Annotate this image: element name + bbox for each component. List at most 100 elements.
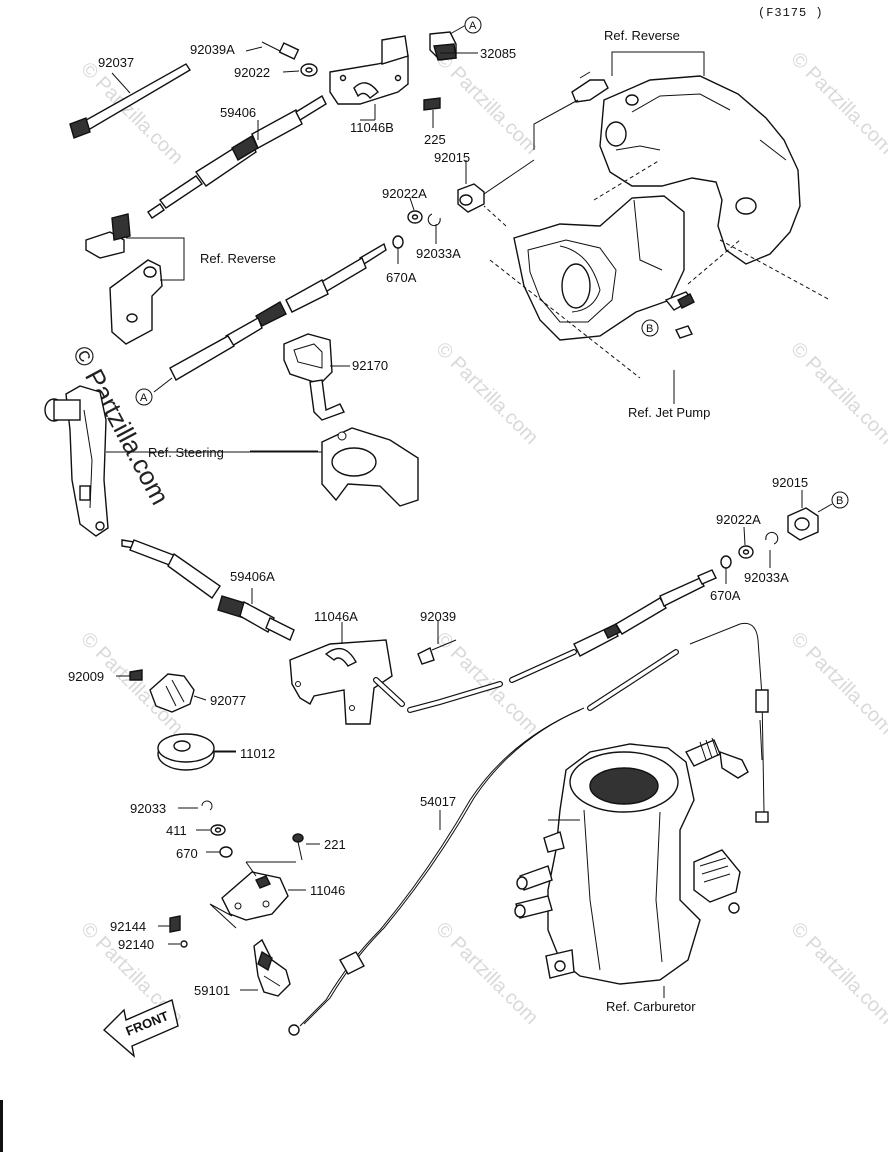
- label-92033A-upper: 92033A: [416, 246, 461, 261]
- label-11046A: 11046A: [314, 609, 358, 624]
- part-92033A-clip-lower: [765, 531, 779, 568]
- part-92077-knob: [149, 673, 207, 713]
- label-92039: 92039: [420, 609, 456, 624]
- part-92033A-clip-upper: [427, 213, 441, 244]
- label-ref-reverse-left: Ref. Reverse: [200, 251, 276, 266]
- label-92009: 92009: [68, 669, 104, 684]
- label-670A-upper: 670A: [386, 270, 417, 285]
- part-92140-ball: [168, 940, 188, 948]
- part-92039-pin: [417, 620, 457, 665]
- watermark: © Partzilla.com: [431, 48, 542, 159]
- label-ref-jet-pump: Ref. Jet Pump: [628, 405, 710, 420]
- label-92033: 92033: [130, 801, 166, 816]
- svg-text:A: A: [140, 392, 148, 404]
- cable-a-upper: [153, 242, 387, 393]
- ref-steering-lever: [44, 385, 109, 537]
- label-92077: 92077: [210, 693, 246, 708]
- cable-throttle-inner: [587, 622, 769, 823]
- label-92033A-lower: 92033A: [744, 570, 789, 585]
- label-59406: 59406: [220, 105, 256, 120]
- label-ref-reverse-top: Ref. Reverse: [604, 28, 680, 43]
- part-92039A-pin: [245, 41, 300, 60]
- diagram-code: (F3175 ): [758, 6, 824, 20]
- label-ref-steering: Ref. Steering: [148, 445, 224, 460]
- part-670A-ring-upper: [392, 235, 404, 264]
- watermark: © Partzilla.com: [431, 918, 542, 1029]
- front-arrow: FRONT: [102, 999, 179, 1058]
- ref-reverse-cable-end: [533, 71, 609, 150]
- part-92015-nut-lower: [787, 490, 833, 541]
- part-11046-lever: [209, 861, 306, 929]
- part-92009-screw: [116, 669, 143, 681]
- edge-bar: [0, 1100, 3, 1152]
- part-670-ring: [206, 846, 233, 858]
- label-92022A-upper: 92022A: [382, 186, 427, 201]
- part-54017-cable: [288, 707, 585, 1036]
- part-92037-tie-strap: [69, 63, 191, 139]
- label-225: 225: [424, 132, 446, 147]
- part-92033-clip: [178, 800, 213, 811]
- label-92170: 92170: [352, 358, 388, 373]
- leader-lines: [214, 52, 478, 752]
- label-92015-upper: 92015: [434, 150, 470, 165]
- label-92144: 92144: [110, 919, 146, 934]
- label-670: 670: [176, 846, 198, 861]
- svg-text:A: A: [469, 20, 477, 32]
- ref-carburetor: [514, 737, 749, 998]
- label-59406A: 59406A: [230, 569, 275, 584]
- svg-text:B: B: [646, 323, 653, 335]
- part-59406-cable: [147, 95, 327, 219]
- part-411-washer: [196, 824, 226, 836]
- label-411: 411: [166, 823, 187, 838]
- part-92170-bracket: [283, 333, 348, 421]
- part-670A-ring-lower: [720, 555, 732, 584]
- callout-a-top: A: [464, 16, 482, 34]
- part-jetpump-bolt: [664, 291, 695, 339]
- label-32085: 32085: [480, 46, 516, 61]
- label-11012: 11012: [240, 746, 275, 761]
- watermark: © Partzilla.com: [786, 918, 888, 1029]
- watermark: © Partzilla.com: [431, 338, 542, 449]
- part-92022-washer: [282, 63, 318, 77]
- label-54017: 54017: [420, 794, 456, 809]
- part-225-bolt: [423, 97, 441, 128]
- ref-jet-pump-housing: [483, 159, 831, 379]
- part-92022A-washer-upper: [407, 197, 423, 224]
- label-ref-carburetor: Ref. Carburetor: [606, 999, 696, 1014]
- watermark: © Partzilla.com: [786, 628, 888, 739]
- label-11046B: 11046B: [350, 120, 394, 135]
- part-59406A-cable: [121, 539, 295, 641]
- part-11046B-bracket: [329, 35, 409, 121]
- ref-reverse-left-linkage: [85, 213, 185, 345]
- callout-b-right: B: [831, 491, 849, 509]
- label-221: 221: [324, 837, 346, 852]
- part-59101-switch: [240, 938, 291, 997]
- part-11046A-bracket: [289, 622, 393, 725]
- part-221-screw: [292, 833, 320, 861]
- part-92015-nut-upper: [457, 159, 535, 213]
- part-92144-spring: [158, 915, 181, 933]
- label-92140: 92140: [118, 937, 154, 952]
- label-92015-lower: 92015: [772, 475, 808, 490]
- watermark: © Partzilla.com: [431, 628, 542, 739]
- cable-throttle-housing: [373, 569, 717, 713]
- label-59101: 59101: [194, 983, 230, 998]
- part-labels: 92037 92039A 92022 32085 59406 11046B 22…: [68, 28, 808, 1014]
- label-92022: 92022: [234, 65, 270, 80]
- part-11012-grommet: [157, 733, 236, 771]
- label-670A-lower: 670A: [710, 588, 741, 603]
- part-92022A-washer-lower: [738, 526, 754, 559]
- ref-reverse-bucket: [599, 51, 801, 265]
- label-92037: 92037: [98, 55, 134, 70]
- callout-a-mid: A: [135, 388, 153, 406]
- watermark: © Partzilla.com: [786, 48, 888, 159]
- callout-b-pump: B: [641, 319, 659, 337]
- watermark: © Partzilla.com: [786, 338, 888, 449]
- label-92039A: 92039A: [190, 42, 235, 57]
- label-92022A-lower: 92022A: [716, 512, 761, 527]
- ref-steering-clamp: [106, 427, 419, 507]
- svg-text:B: B: [836, 495, 843, 507]
- label-11046: 11046: [310, 883, 345, 898]
